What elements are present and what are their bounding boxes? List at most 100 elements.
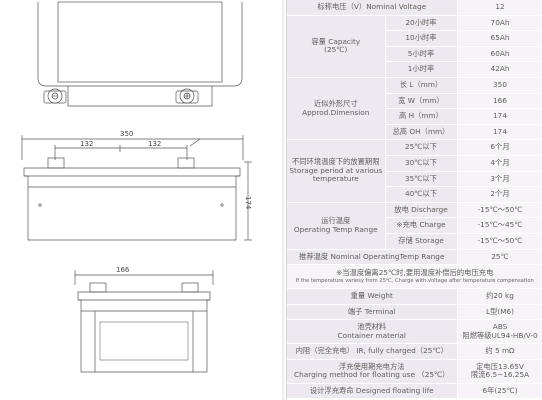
table-row: 内阻（完全充电） IR, fully charged（25℃） 约 5 mΩ bbox=[287, 343, 542, 360]
operating-mode: 放电 Discharge bbox=[385, 202, 458, 219]
capacity-value: 60Ah bbox=[457, 46, 542, 63]
table-row: 推荐温度 Nominal OperatingTemp Range 25℃ bbox=[287, 249, 542, 266]
capacity-rate: 1小时率 bbox=[385, 61, 458, 78]
storage-value: 4个月 bbox=[457, 155, 542, 172]
dimension-name: 长 L（mm） bbox=[385, 77, 458, 94]
dimension-terminal-right: 132 bbox=[148, 140, 162, 148]
float-charge-label: 浮充使用期充电方法 Charging method for floating u… bbox=[287, 359, 458, 384]
battery-technical-drawing: 350 132 132 174 166 bbox=[21, 0, 284, 400]
float-charge-value-line1: 定电压13.65V bbox=[476, 361, 524, 371]
recommended-temp-value: 25℃ bbox=[457, 249, 542, 266]
storage-temp: 35℃以下 bbox=[385, 171, 458, 188]
table-row: 重量 Weight 约20 kg bbox=[287, 288, 542, 305]
float-charge-value: 定电压13.65V 限流6.5~16.25A bbox=[457, 359, 542, 384]
dimension-label-en: Approd.Dimension bbox=[302, 107, 370, 117]
specification-panel: 标称电压（V）Nominal Voltage 12 容量 Capacity (2… bbox=[286, 0, 542, 400]
storage-label-cn: 不同环境温度下的放置期限 bbox=[291, 157, 380, 167]
table-row: 标称电压（V）Nominal Voltage 12 bbox=[287, 0, 542, 16]
container-label-cn: 池壳材料 bbox=[357, 322, 387, 332]
table-row: 10小时率 65Ah bbox=[287, 30, 542, 47]
dimension-label-cn: 近似外形尺寸 bbox=[313, 99, 358, 109]
storage-value: 3个月 bbox=[457, 171, 542, 188]
storage-value: 6个月 bbox=[457, 139, 542, 156]
float-charge-value-line2: 限流6.5~16.25A bbox=[470, 370, 530, 380]
dimension-height: 174 bbox=[244, 196, 252, 210]
operating-value: -15℃～45℃ bbox=[457, 217, 542, 234]
table-row: 35℃以下 3个月 bbox=[287, 171, 542, 188]
capacity-label-temp: (25℃) bbox=[324, 45, 348, 55]
dimension-label: 近似外形尺寸 Approd.Dimension bbox=[287, 77, 386, 141]
internal-resistance-value: 约 5 mΩ bbox=[457, 343, 542, 360]
capacity-rate: 20小时率 bbox=[385, 15, 458, 32]
dimension-value: 174 bbox=[457, 108, 542, 125]
table-row: 30℃以下 4个月 bbox=[287, 155, 542, 172]
capacity-label: 容量 Capacity (25℃) bbox=[287, 15, 386, 78]
table-row: 存储 Storage -15℃～50℃ bbox=[287, 233, 542, 250]
table-row: 近似外形尺寸 Approd.Dimension 长 L（mm） 350 bbox=[287, 77, 542, 141]
dimension-width: 166 bbox=[116, 266, 130, 274]
float-charge-label-en: Charging method for floating use （25℃） bbox=[294, 370, 450, 380]
operating-label-en: Operating Temp Range bbox=[293, 224, 378, 234]
container-value: ABS 阻燃等级UL94-HB/V-0 bbox=[457, 319, 542, 345]
table-row: 高 H（mm） 174 bbox=[287, 108, 542, 125]
internal-resistance-label: 内阻（完全充电） IR, fully charged（25℃） bbox=[287, 343, 458, 360]
temperature-note-cn: ※当温度偏离25℃时,要用温度补偿后的电压充电 bbox=[336, 268, 494, 278]
capacity-rate: 5小时率 bbox=[385, 46, 458, 63]
table-row: 设计浮充寿命 Designed floating life 6年(25℃) bbox=[287, 383, 542, 400]
storage-label-en: Storage period at various temperature bbox=[289, 165, 383, 184]
table-row: 不同环境温度下的放置期限 Storage period at various t… bbox=[287, 139, 542, 203]
temperature-note-en: If the temperature variesy from 25℃, Cha… bbox=[295, 277, 534, 284]
table-row: 40℃以下 2个月 bbox=[287, 186, 542, 203]
specification-table: 标称电压（V）Nominal Voltage 12 容量 Capacity (2… bbox=[287, 0, 542, 400]
weight-value: 约20 kg bbox=[457, 288, 542, 305]
table-row: 池壳材料 Container material ABS 阻燃等级UL94-HB/… bbox=[287, 319, 542, 345]
capacity-rate: 10小时率 bbox=[385, 30, 458, 47]
terminal-label: 端子 Terminal bbox=[287, 304, 458, 321]
design-life-label: 设计浮充寿命 Designed floating life bbox=[287, 383, 458, 400]
weight-label: 重量 Weight bbox=[287, 288, 458, 305]
storage-temp: 40℃以下 bbox=[385, 186, 458, 203]
dimension-value: 350 bbox=[457, 77, 542, 94]
operating-label: 运行温度 Operating Temp Range bbox=[287, 202, 386, 250]
table-row: ※当温度偏离25℃时,要用温度补偿后的电压充电 If the temperatu… bbox=[287, 264, 542, 290]
capacity-value: 65Ah bbox=[457, 30, 542, 47]
float-charge-label-cn: 浮充使用期充电方法 bbox=[338, 361, 405, 371]
temperature-note: ※当温度偏离25℃时,要用温度补偿后的电压充电 If the temperatu… bbox=[287, 264, 542, 290]
table-row: ※充电 Charge -15℃～45℃ bbox=[287, 217, 542, 234]
capacity-label-text: 容量 Capacity bbox=[311, 36, 361, 46]
storage-temp: 25℃以下 bbox=[385, 139, 458, 156]
container-label-en: Container material bbox=[337, 330, 406, 340]
dimension-name: 宽 W（mm） bbox=[385, 93, 458, 110]
container-value-line2: 阻燃等级UL94-HB/V-0 bbox=[462, 330, 538, 340]
nominal-voltage-label: 标称电压（V）Nominal Voltage bbox=[287, 0, 458, 16]
table-row: 宽 W（mm） 166 bbox=[287, 93, 542, 110]
recommended-temp-label: 推荐温度 Nominal OperatingTemp Range bbox=[287, 249, 458, 266]
dimension-length: 350 bbox=[120, 130, 134, 138]
operating-mode: ※充电 Charge bbox=[385, 217, 458, 234]
drawing-lines bbox=[21, 0, 284, 400]
table-row: 5小时率 60Ah bbox=[287, 46, 542, 63]
storage-temp: 30℃以下 bbox=[385, 155, 458, 172]
terminal-value: L型(M6) bbox=[457, 304, 542, 321]
table-row: 浮充使用期充电方法 Charging method for floating u… bbox=[287, 359, 542, 384]
table-row: 运行温度 Operating Temp Range 放电 Discharge -… bbox=[287, 202, 542, 250]
table-row: 1小时率 42Ah bbox=[287, 61, 542, 78]
operating-value: -15℃～50℃ bbox=[457, 202, 542, 219]
dimension-value: 166 bbox=[457, 93, 542, 110]
operating-value: -15℃～50℃ bbox=[457, 233, 542, 250]
container-label: 池壳材料 Container material bbox=[287, 319, 458, 345]
table-row: 总高 OH（mm） 174 bbox=[287, 124, 542, 141]
container-value-line1: ABS bbox=[492, 322, 508, 332]
table-row: 端子 Terminal L型(M6) bbox=[287, 304, 542, 321]
capacity-value: 70Ah bbox=[457, 15, 542, 32]
dimension-name: 总高 OH（mm） bbox=[385, 124, 458, 141]
storage-value: 2个月 bbox=[457, 186, 542, 203]
dimension-terminal-left: 132 bbox=[80, 140, 94, 148]
design-life-value: 6年(25℃) bbox=[457, 383, 542, 400]
table-row: 容量 Capacity (25℃) 20小时率 70Ah bbox=[287, 15, 542, 78]
operating-mode: 存储 Storage bbox=[385, 233, 458, 250]
nominal-voltage-value: 12 bbox=[457, 0, 542, 16]
dimension-value: 174 bbox=[457, 124, 542, 141]
operating-label-cn: 运行温度 bbox=[321, 216, 351, 226]
